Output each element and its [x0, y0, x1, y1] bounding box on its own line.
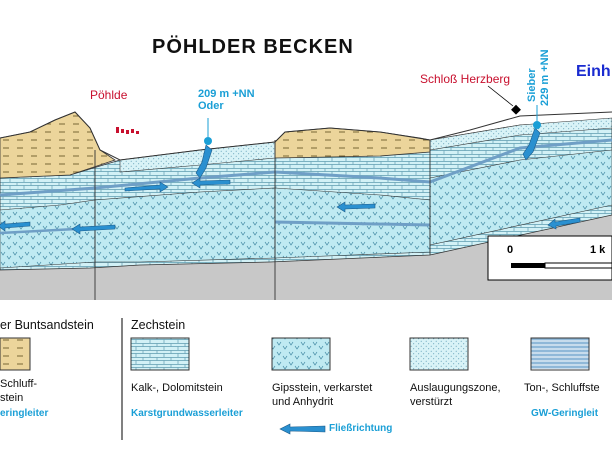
- legend-schluff-line2: stein: [0, 392, 24, 404]
- castle-marker: [511, 104, 521, 115]
- legend-gw-left: eringleiter: [0, 408, 49, 419]
- flow-arrow-oder: [195, 144, 213, 179]
- swatch-kalk: [130, 337, 190, 371]
- place-poehlde: Pöhlde: [90, 88, 128, 102]
- spring-sieber-name: Sieber: [526, 68, 538, 102]
- spring-marker-oder: [204, 137, 212, 145]
- legend-gips: Gipsstein, verkarstet und Anhydrit: [272, 381, 372, 409]
- legend-gips-line1: Gipsstein, verkarstet: [272, 382, 373, 394]
- page-title: PÖHLDER BECKEN: [152, 36, 354, 58]
- legend-kalk: Kalk-, Dolomitstein: [131, 382, 223, 394]
- legend-gips-line2: und Anhydrit: [272, 396, 334, 408]
- swatch-auslaugung: [409, 337, 469, 371]
- scale-bar-box: [487, 235, 612, 281]
- flow-arrow: [124, 181, 169, 193]
- ground-surface: [0, 111, 612, 161]
- legend-schluff: Schluff- stein: [0, 377, 37, 405]
- place-schloss-herzberg: Schloß Herzberg: [420, 72, 511, 86]
- castle-leader: [487, 85, 514, 107]
- gypsum-zone-mid: [94, 187, 276, 263]
- spring-marker-sieber: [533, 121, 541, 129]
- swatch-gips: [271, 337, 331, 371]
- legend-auslaugung-line2: verstürzt: [410, 396, 453, 408]
- flow-arrow: [0, 220, 31, 232]
- legend-auslaugung-line1: Auslaugungszone,: [410, 382, 501, 394]
- legend-karst: Karstgrundwasserleiter: [131, 408, 243, 419]
- clay-band-2: [274, 220, 431, 227]
- spring-oder-label: 209 m +NN Oder: [198, 88, 255, 112]
- sandstone-cover-center: [274, 127, 431, 159]
- scale-end: 1 k: [590, 244, 606, 256]
- flow-arrow-sieber: [522, 127, 541, 161]
- flow-arrow: [191, 177, 231, 189]
- clay-band-1: [0, 138, 612, 197]
- spring-oder-height: 209 m +NN: [198, 88, 255, 100]
- unit-label: Einh: [576, 63, 611, 80]
- scale-start: 0: [507, 244, 514, 256]
- legend-gw-right: GW-Geringleit: [531, 408, 599, 419]
- village-marker: [116, 127, 139, 134]
- scale-bar-white: [544, 262, 612, 269]
- scale-bar-black: [511, 263, 545, 268]
- flow-arrow: [547, 217, 581, 230]
- legend-fliess: Fließrichtung: [329, 423, 393, 434]
- legend-auslaugung: Auslaugungszone, verstürzt: [410, 381, 501, 409]
- spring-sieber-height: 229 m +NN: [539, 49, 551, 106]
- spring-sieber-label: Sieber 229 m +NN: [526, 40, 556, 112]
- spring-oder-name: Oder: [198, 100, 224, 112]
- swatch-schluff: [0, 337, 31, 371]
- legend-ton: Ton-, Schluffste: [524, 382, 600, 394]
- gypsum-zone-left: [0, 199, 96, 269]
- flow-arrows: [0, 127, 581, 235]
- legend-buntsandstein-heading: er Buntsandstein: [0, 318, 94, 332]
- flow-arrow: [71, 223, 116, 235]
- legend-schluff-line1: Schluff-: [0, 378, 38, 390]
- basement-layer: [0, 215, 612, 300]
- swatch-ton: [530, 337, 590, 371]
- flow-arrow: [336, 201, 376, 213]
- legend-flow-arrow: [279, 423, 326, 435]
- legend-zechstein-heading: Zechstein: [131, 318, 186, 332]
- fault-lines: [94, 140, 431, 300]
